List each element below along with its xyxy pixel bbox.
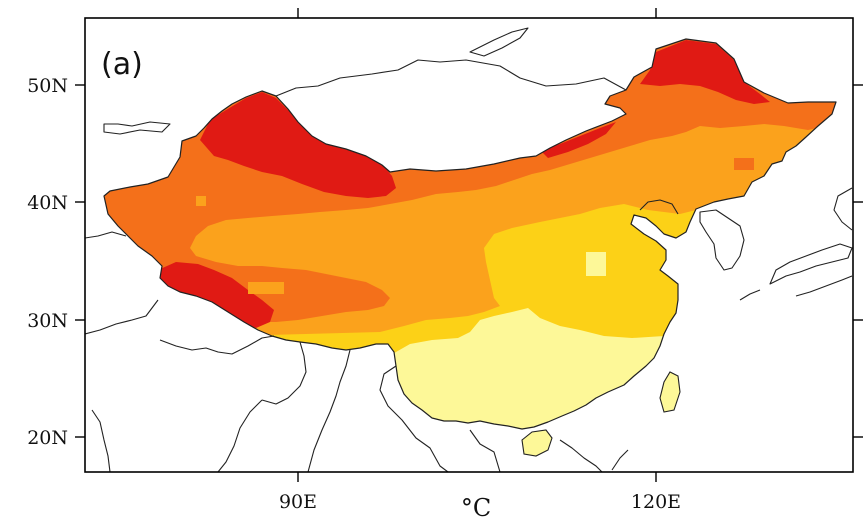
lat-label-20n: 20N [27, 427, 68, 449]
lat-label-50n: 50N [27, 75, 68, 97]
field-patch-1 [248, 282, 284, 294]
field-patch-4 [196, 196, 206, 206]
unit-label: °C [461, 494, 491, 520]
taiwan-island [659, 371, 681, 413]
field-patch-3 [734, 158, 754, 170]
tick-marks [75, 8, 863, 482]
map-frame [84, 17, 854, 473]
lat-label-40n: 40N [27, 192, 68, 214]
lat-label-30n: 30N [27, 310, 68, 332]
field-level-1-northwest [200, 92, 396, 198]
lon-label-90e: 90E [279, 491, 317, 513]
coastlines-and-borders [85, 27, 853, 472]
lon-label-120e: 120E [631, 491, 681, 513]
field-patch-2 [586, 252, 606, 276]
panel-label: (a) [101, 47, 143, 82]
field-level-1-northeast [640, 40, 770, 104]
field-level-1-north [540, 122, 616, 158]
hainan-island [521, 429, 553, 457]
field-level-1-tibet [158, 262, 274, 328]
